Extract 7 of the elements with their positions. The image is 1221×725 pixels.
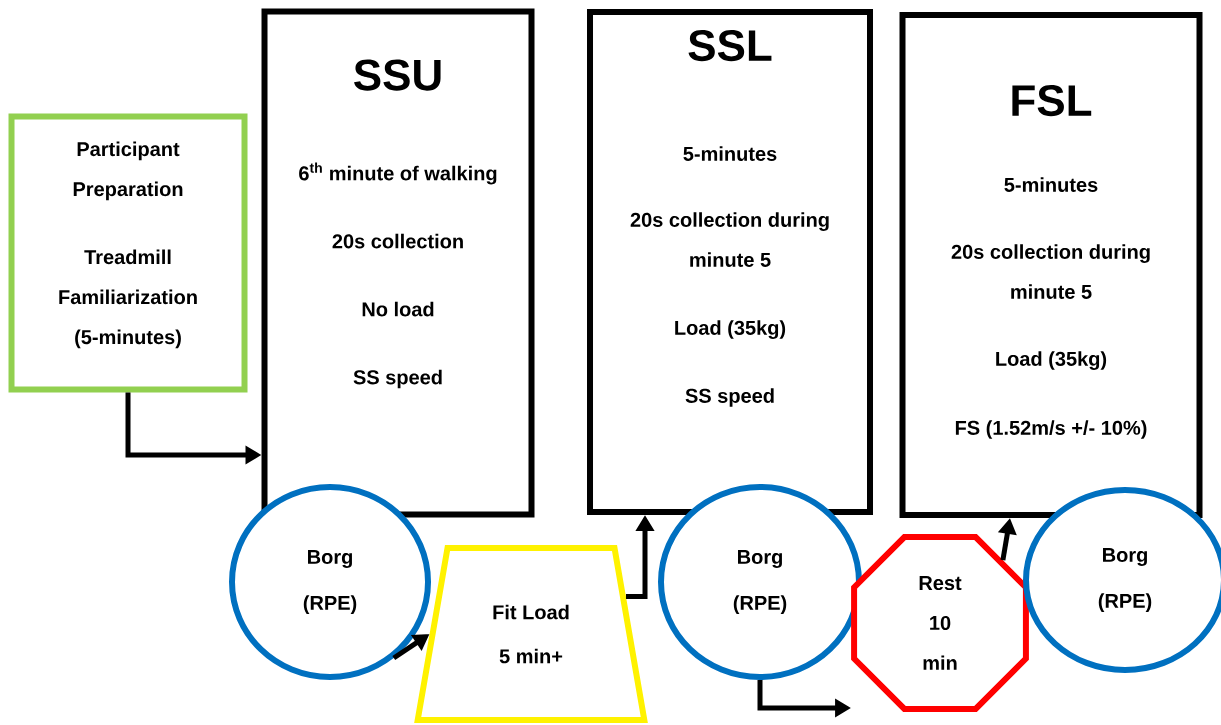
trapezoid-box: Fit Load 5 min+ [414,545,648,723]
step-box: Participant Preparation Treadmill Familiarization (5-minutes) [8,113,248,393]
node-label: Borg (RPE) [1098,548,1152,612]
node-label: Rest 10 min [919,576,962,670]
node-label: Borg (RPE) [303,550,357,614]
octagon-box: Rest 10 min [851,534,1029,712]
node-label: Borg (RPE) [733,550,787,614]
